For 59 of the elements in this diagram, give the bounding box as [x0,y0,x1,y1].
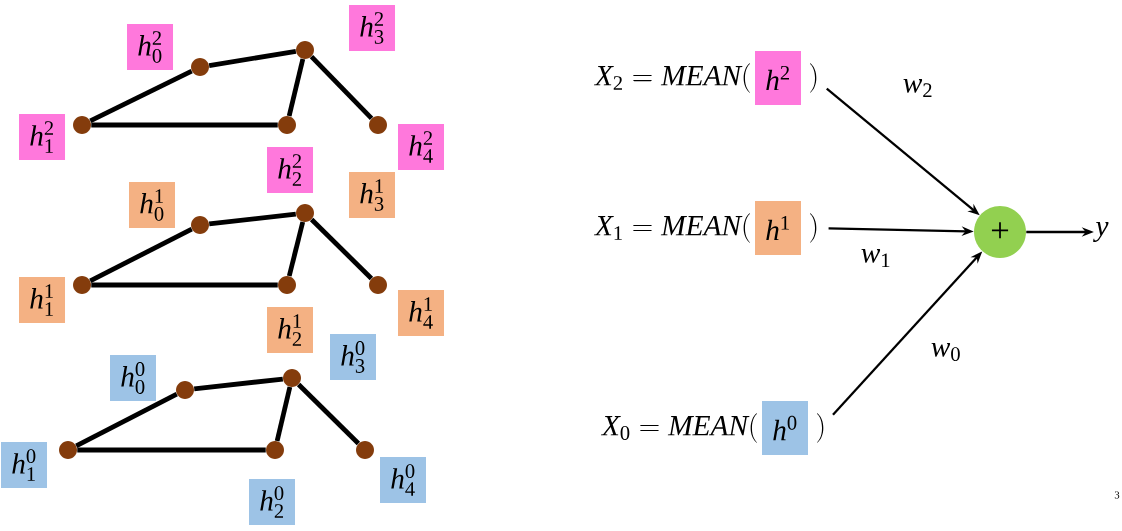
feature-box: $h^0$ [762,401,808,455]
vertex-dot [283,369,301,387]
graph-edge [91,282,278,288]
feature-label: $h_4^2$ [398,124,444,170]
feature-label: $h_1^2$ [19,114,65,160]
feature-label: $h_3^1$ [349,172,395,218]
vertex-dot [73,116,91,134]
feature-label: $h_2^1$ [267,307,313,353]
feature-label: $h_3^0$ [330,334,376,380]
feature-label: $h_1^0$ [1,442,47,488]
feature-label: $h_4^0$ [380,457,426,503]
equation: $X_1 = MEAN($ [593,213,750,243]
closing-parenthesis: $)$ [810,213,817,243]
equation: $X_0 = MEAN($ [600,413,757,443]
graph-edge [91,122,278,128]
output-label: $y$ [1093,222,1109,242]
vertex-dot [278,116,296,134]
vertex-dot [59,441,77,459]
feature-label: $h_3^2$ [349,5,395,51]
vertex-dot [278,276,296,294]
graph-edge [296,382,361,446]
vertex-dot [266,441,284,459]
page-number: 3 [1114,491,1120,499]
graph-edge [77,447,266,453]
equation: $X_2 = MEAN($ [593,63,750,93]
feature-label: $h_2^0$ [249,479,295,525]
vertex-dot [369,276,387,294]
vertex-dot [191,216,209,234]
graph-edge [208,49,297,68]
graph-edge [309,217,374,281]
feature-label: $h_0^0$ [110,355,156,401]
closing-parenthesis: $)$ [810,63,817,93]
feature-label: $h_2^2$ [267,147,313,193]
weight-label: $w_0$ [931,342,960,362]
vertex-dot [369,116,387,134]
feature-label: $h_0^2$ [127,24,173,70]
vertex-dot [296,41,314,59]
vertex-dot [191,58,209,76]
weight-label: $w_2$ [903,79,932,97]
vertex-dot [356,441,374,459]
feature-label: $h_1^1$ [19,277,65,323]
vertex-dot [176,381,194,399]
feature-box: $h^2$ [755,51,801,105]
graph-edge [309,54,374,121]
vertex-dot [296,204,314,222]
graph-edge [274,386,293,442]
graph-edge [193,376,284,392]
feature-box: $h^1$ [755,201,801,255]
vertex-dot [73,276,91,294]
feature-label: $h_0^1$ [129,182,175,228]
graph-edge [75,392,178,448]
graph-edge [208,211,297,227]
closing-parenthesis: $)$ [817,413,824,443]
graph-edge [286,221,306,277]
graph-edge [89,227,193,283]
graph-edge [89,68,193,124]
feature-label: $h_4^1$ [398,290,444,336]
weight-label: $w_1$ [861,249,890,267]
graph-edge [286,58,306,117]
